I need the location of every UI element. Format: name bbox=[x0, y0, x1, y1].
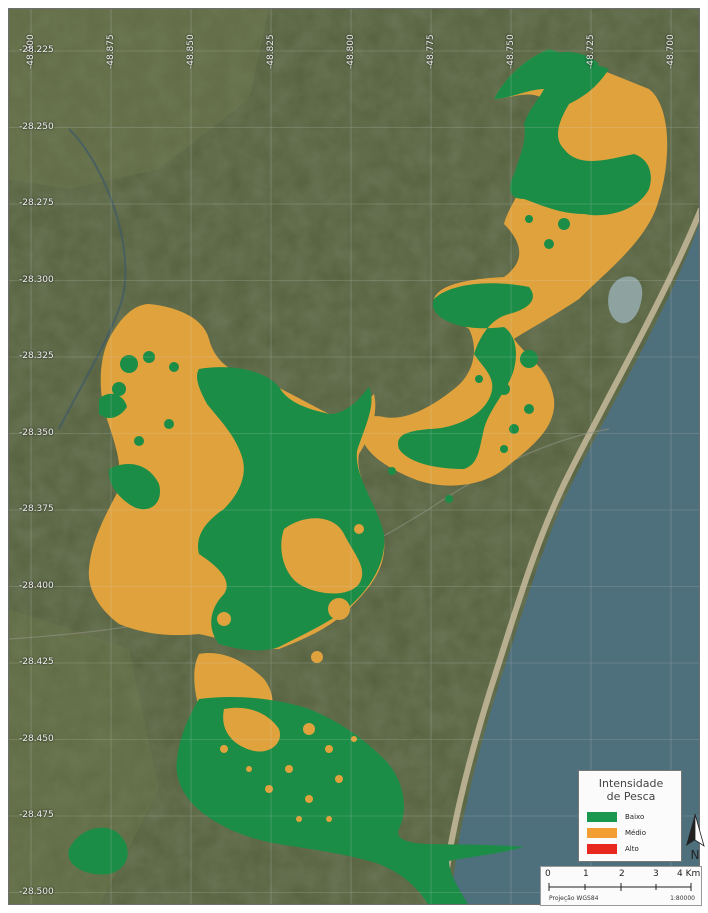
legend-swatch-high bbox=[587, 844, 617, 854]
fishing-zone-low bbox=[99, 393, 127, 419]
longitude-tick-label: -48.750 bbox=[506, 34, 516, 69]
coastal-lagoon bbox=[608, 276, 643, 324]
legend-title: Intensidade de Pesca bbox=[579, 777, 683, 803]
legend-label-low: Baixo bbox=[625, 813, 645, 821]
scale-label-4: 4 Km bbox=[677, 869, 701, 879]
legend-label-high: Alto bbox=[625, 845, 639, 853]
scale-ruler bbox=[548, 883, 692, 891]
legend: Intensidade de Pesca Baixo Médio Alto bbox=[578, 770, 682, 862]
scale-ratio: 1:80000 bbox=[670, 895, 695, 902]
latitude-tick-label: -28.225 bbox=[19, 45, 54, 55]
fishing-zone-low bbox=[68, 827, 128, 875]
longitude-tick-label: -48.825 bbox=[266, 34, 276, 69]
longitude-tick-label: -48.700 bbox=[666, 34, 676, 69]
legend-label-medium: Médio bbox=[625, 829, 647, 837]
longitude-tick-label: -48.800 bbox=[346, 34, 356, 69]
land-lighter-patch-2 bbox=[9, 609, 159, 904]
legend-title-line1: Intensidade bbox=[598, 777, 664, 790]
scale-label-1: 1 bbox=[583, 869, 589, 879]
longitude-tick-label: -48.875 bbox=[106, 34, 116, 69]
latitude-tick-label: -28.400 bbox=[19, 580, 54, 591]
scale-label-0: 0 bbox=[545, 869, 551, 879]
fishing-zone-low bbox=[108, 464, 160, 510]
latitude-tick-label: -28.500 bbox=[19, 886, 54, 897]
legend-title-line2: de Pesca bbox=[606, 790, 656, 803]
scale-label-3: 3 bbox=[653, 869, 659, 879]
sea-area bbox=[449, 224, 699, 904]
scale-label-2: 2 bbox=[619, 869, 625, 879]
fishing-zone-medium bbox=[281, 518, 363, 594]
legend-item-low: Baixo bbox=[587, 811, 679, 823]
longitude-tick-label: -48.775 bbox=[426, 34, 436, 69]
latitude-tick-label: -28.475 bbox=[19, 810, 54, 820]
north-arrow: N bbox=[684, 812, 706, 862]
legend-swatch-low bbox=[587, 812, 617, 822]
longitude-tick-label: -48.725 bbox=[586, 34, 596, 69]
fishing-zone-low bbox=[398, 283, 533, 469]
projection-label: Projeção WGS84 bbox=[549, 895, 599, 902]
latitude-tick-label: -28.375 bbox=[19, 504, 54, 514]
fishing-zone-medium bbox=[360, 49, 668, 486]
fishing-zone-low bbox=[494, 49, 651, 216]
legend-item-medium: Médio bbox=[587, 827, 679, 839]
latitude-tick-label: -28.250 bbox=[19, 121, 54, 132]
scale-bar: 0 1 2 3 4 Km Projeção WGS84 1:80000 bbox=[540, 866, 702, 906]
north-arrow-icon: N bbox=[686, 813, 705, 862]
river bbox=[58, 128, 127, 430]
legend-swatch-medium bbox=[587, 828, 617, 838]
latitude-tick-label: -28.350 bbox=[19, 427, 54, 438]
legend-item-high: Alto bbox=[587, 843, 679, 855]
land-lighter-patch bbox=[9, 9, 269, 189]
longitude-tick-label: -48.850 bbox=[186, 34, 196, 69]
latitude-tick-label: -28.300 bbox=[19, 274, 54, 285]
fishing-spots bbox=[112, 105, 617, 822]
latitude-tick-label: -28.425 bbox=[19, 657, 54, 667]
north-label: N bbox=[691, 848, 700, 862]
satellite-map bbox=[9, 9, 699, 904]
latitude-tick-label: -28.450 bbox=[19, 733, 54, 744]
fishing-zone-medium bbox=[223, 707, 280, 752]
graticule bbox=[9, 9, 699, 904]
latitude-tick-label: -28.325 bbox=[19, 351, 54, 361]
fishing-zone-low bbox=[552, 52, 599, 80]
map-frame: -48.900-48.875-48.850-48.825-48.800-48.7… bbox=[8, 8, 700, 905]
beach-strip bbox=[438, 207, 699, 904]
latitude-tick-label: -28.275 bbox=[19, 198, 54, 208]
